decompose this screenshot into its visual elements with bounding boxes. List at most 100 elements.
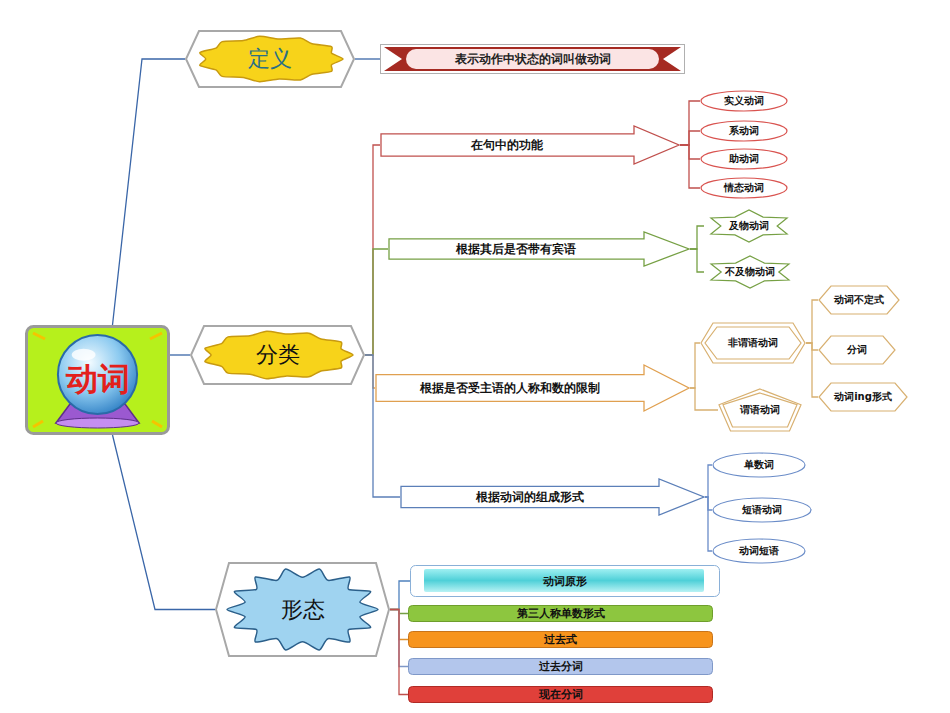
text-holder: 实义动词 xyxy=(724,94,764,108)
node-label: 根据其后是否带有宾语 xyxy=(456,242,576,257)
text-holder: 不及物动词 xyxy=(725,265,775,279)
connector xyxy=(113,435,216,610)
connector xyxy=(170,354,190,355)
connector xyxy=(705,497,712,551)
connector xyxy=(390,610,408,695)
form-bar: 现在分词 xyxy=(408,686,713,703)
node-label: 在句中的功能 xyxy=(471,138,543,153)
arrow-box: 根据其后是否带有宾语 xyxy=(388,231,690,267)
node-label: 形态 xyxy=(281,595,325,625)
text-holder: 非谓语动词 xyxy=(728,336,778,350)
connector xyxy=(355,58,380,59)
oval-node: 实义动词 xyxy=(700,90,788,112)
text-holder: 分类 xyxy=(256,340,300,370)
text-holder: 动词ing形式 xyxy=(834,390,892,404)
connector xyxy=(690,249,704,272)
star-node: 及物动词 xyxy=(704,209,794,243)
text-holder: 表示动作中状态的词叫做动词 xyxy=(455,51,611,68)
branch-topic: 分类 xyxy=(190,325,365,385)
connector xyxy=(705,465,712,497)
pentagon-node: 谓语动词 xyxy=(718,388,802,432)
hexagon-node: 动词不定式 xyxy=(818,285,900,315)
arrow-box: 根据是否受主语的人称和数的限制 xyxy=(375,364,690,412)
form-bar: 第三人称单数形式 xyxy=(408,605,713,622)
node-label: 单数词 xyxy=(744,458,774,472)
arrow-box: 在句中的功能 xyxy=(380,125,680,165)
text-holder: 根据动词的组成形式 xyxy=(476,490,584,505)
text-holder: 过去分词 xyxy=(539,659,583,674)
node-label: 动词ing形式 xyxy=(834,390,892,404)
node-label: 及物动词 xyxy=(729,219,769,233)
oval-node: 单数词 xyxy=(712,452,806,478)
text-holder: 谓语动词 xyxy=(740,403,780,417)
text-holder: 情态动词 xyxy=(724,181,764,195)
connector xyxy=(680,145,700,159)
node-label: 谓语动词 xyxy=(740,403,780,417)
hexagon-node: 分词 xyxy=(818,335,896,365)
connector xyxy=(680,145,700,188)
node-label: 定义 xyxy=(248,44,292,74)
node-label: 非谓语动词 xyxy=(728,336,778,350)
text-holder: 分词 xyxy=(847,343,867,357)
node-label: 动词原形 xyxy=(543,574,587,589)
text-holder: 动词不定式 xyxy=(834,293,884,307)
text-holder: 单数词 xyxy=(744,458,774,472)
text-holder: 第三人称单数形式 xyxy=(517,606,605,621)
node-label: 分类 xyxy=(256,340,300,370)
connector xyxy=(806,300,818,343)
node-label: 过去式 xyxy=(544,632,577,647)
node-label: 短语动词 xyxy=(742,503,782,517)
connector xyxy=(690,343,700,388)
star-node: 不及物动词 xyxy=(704,255,796,289)
text-holder: 动词短语 xyxy=(739,544,779,558)
branch-topic: 定义 xyxy=(185,30,355,88)
form-bar: 过去分词 xyxy=(408,658,713,675)
node-label: 实义动词 xyxy=(724,94,764,108)
connector xyxy=(113,59,186,325)
text-holder: 现在分词 xyxy=(539,687,583,702)
text-holder: 系动词 xyxy=(729,124,759,138)
connector xyxy=(806,343,818,397)
node-label: 根据是否受主语的人称和数的限制 xyxy=(420,381,600,396)
text-holder: 动词原形 xyxy=(543,574,587,589)
connector xyxy=(690,226,704,249)
node-label: 根据动词的组成形式 xyxy=(476,490,584,505)
text-holder: 动词 xyxy=(66,358,130,402)
definition-banner: 表示动作中状态的词叫做动词 xyxy=(380,44,685,74)
text-holder: 短语动词 xyxy=(742,503,782,517)
node-label: 不及物动词 xyxy=(725,265,775,279)
node-label: 动词 xyxy=(66,358,130,402)
text-holder: 根据其后是否带有宾语 xyxy=(456,242,576,257)
node-label: 助动词 xyxy=(729,152,759,166)
arrow-box: 根据动词的组成形式 xyxy=(400,478,705,516)
connector xyxy=(390,581,410,610)
connector xyxy=(680,131,700,145)
oval-node: 短语动词 xyxy=(712,497,812,523)
node-label: 第三人称单数形式 xyxy=(517,606,605,621)
text-holder: 形态 xyxy=(281,595,325,625)
node-label: 系动词 xyxy=(729,124,759,138)
branch-topic: 形态 xyxy=(215,562,390,657)
root-topic: 动词 xyxy=(25,325,170,435)
oval-node: 动词短语 xyxy=(712,538,806,564)
text-holder: 在句中的功能 xyxy=(471,138,543,153)
text-holder: 定义 xyxy=(248,44,292,74)
text-holder: 根据是否受主语的人称和数的限制 xyxy=(420,381,600,396)
text-holder: 及物动词 xyxy=(729,219,769,233)
text-holder: 过去式 xyxy=(544,632,577,647)
connector xyxy=(680,101,700,145)
node-label: 表示动作中状态的词叫做动词 xyxy=(455,51,611,68)
node-label: 情态动词 xyxy=(724,181,764,195)
connector xyxy=(690,388,718,410)
form-bar: 过去式 xyxy=(408,631,713,648)
node-label: 过去分词 xyxy=(539,659,583,674)
node-label: 分词 xyxy=(847,343,867,357)
hexagon-node: 动词ing形式 xyxy=(818,382,908,412)
oval-node: 情态动词 xyxy=(700,177,788,199)
form-bar: 动词原形 xyxy=(410,565,720,597)
connector xyxy=(365,249,388,355)
text-holder: 助动词 xyxy=(729,152,759,166)
node-label: 现在分词 xyxy=(539,687,583,702)
node-label: 动词不定式 xyxy=(834,293,884,307)
oval-node: 系动词 xyxy=(700,120,788,142)
